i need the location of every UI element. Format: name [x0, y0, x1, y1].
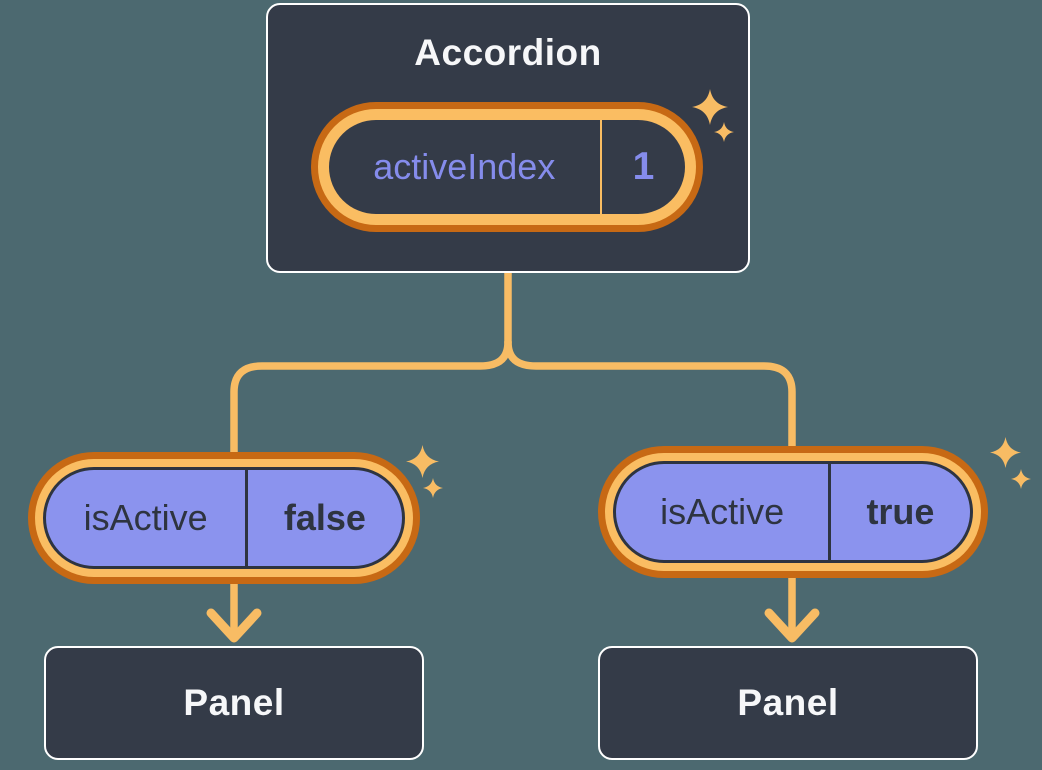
panel-component-box-right: Panel — [598, 646, 978, 760]
prop-pill-label: isActive — [83, 497, 208, 538]
branch-left-line — [230, 338, 512, 460]
state-pill-label: activeIndex — [373, 146, 556, 187]
arrow-left-head — [206, 608, 262, 643]
prop-pill-divider — [245, 470, 248, 566]
sparkle-icon — [990, 437, 1021, 468]
prop-pill-isactive-true: isActive true — [598, 446, 988, 578]
prop-pill-ring: isActive false — [35, 459, 413, 577]
branch-right-line — [504, 338, 796, 454]
prop-pill-body: isActive true — [613, 461, 973, 563]
prop-pill-label: isActive — [660, 491, 785, 532]
sparkle-icon — [1011, 469, 1031, 489]
state-pill-divider — [599, 120, 603, 214]
arrow-right-head — [764, 608, 820, 643]
panel-component-box-left: Panel — [44, 646, 424, 760]
prop-pill-value: false — [283, 497, 366, 538]
panel-title: Panel — [183, 682, 285, 723]
state-pill-active-index: activeIndex 1 — [311, 102, 703, 232]
sparkle-icon — [692, 89, 728, 125]
sparkle-icon — [406, 445, 439, 478]
sparkle-icon — [714, 122, 734, 142]
state-pill-ring: activeIndex 1 — [318, 109, 696, 225]
sparkle-icon — [423, 478, 443, 498]
prop-pill-ring: isActive true — [605, 453, 981, 571]
prop-pill-value: true — [866, 491, 935, 532]
prop-pill-divider — [828, 464, 831, 560]
accordion-title: Accordion — [414, 32, 602, 73]
prop-pill-body: isActive false — [43, 467, 405, 569]
state-pill-value: 1 — [632, 145, 655, 188]
panel-title: Panel — [737, 682, 839, 723]
state-pill-body: activeIndex 1 — [329, 120, 685, 214]
prop-pill-isactive-false: isActive false — [28, 452, 420, 584]
